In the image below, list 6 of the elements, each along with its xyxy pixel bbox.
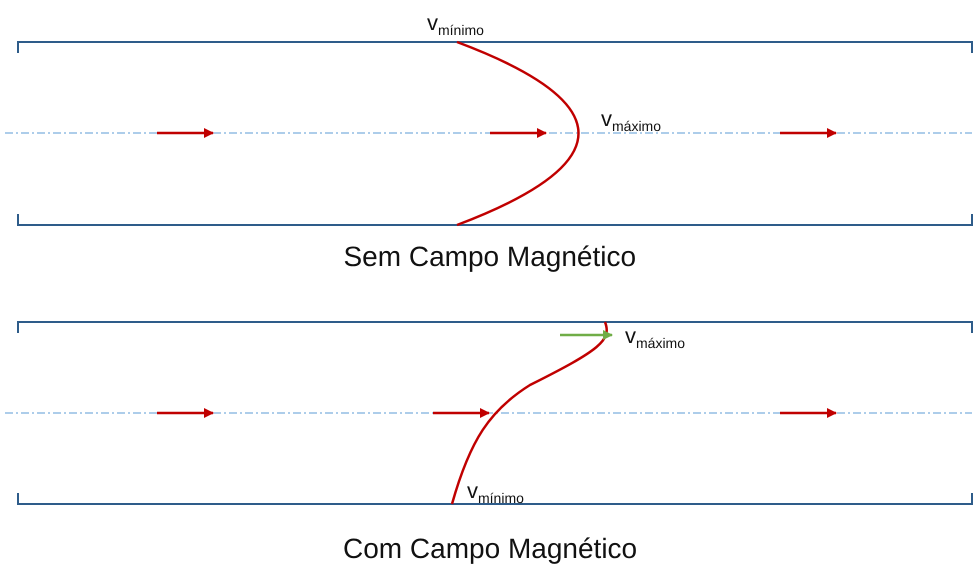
panel-caption: Sem Campo Magnético: [344, 243, 636, 271]
velocity-label: v$_{máximo}$: [625, 325, 686, 350]
velocity-label: v$_{máximo}$: [601, 108, 662, 133]
velocity-label: v$_{mínimo}$: [467, 480, 524, 505]
panel-caption: Com Campo Magnético: [343, 535, 638, 563]
velocity-label: v$_{mínimo}$: [427, 12, 484, 37]
